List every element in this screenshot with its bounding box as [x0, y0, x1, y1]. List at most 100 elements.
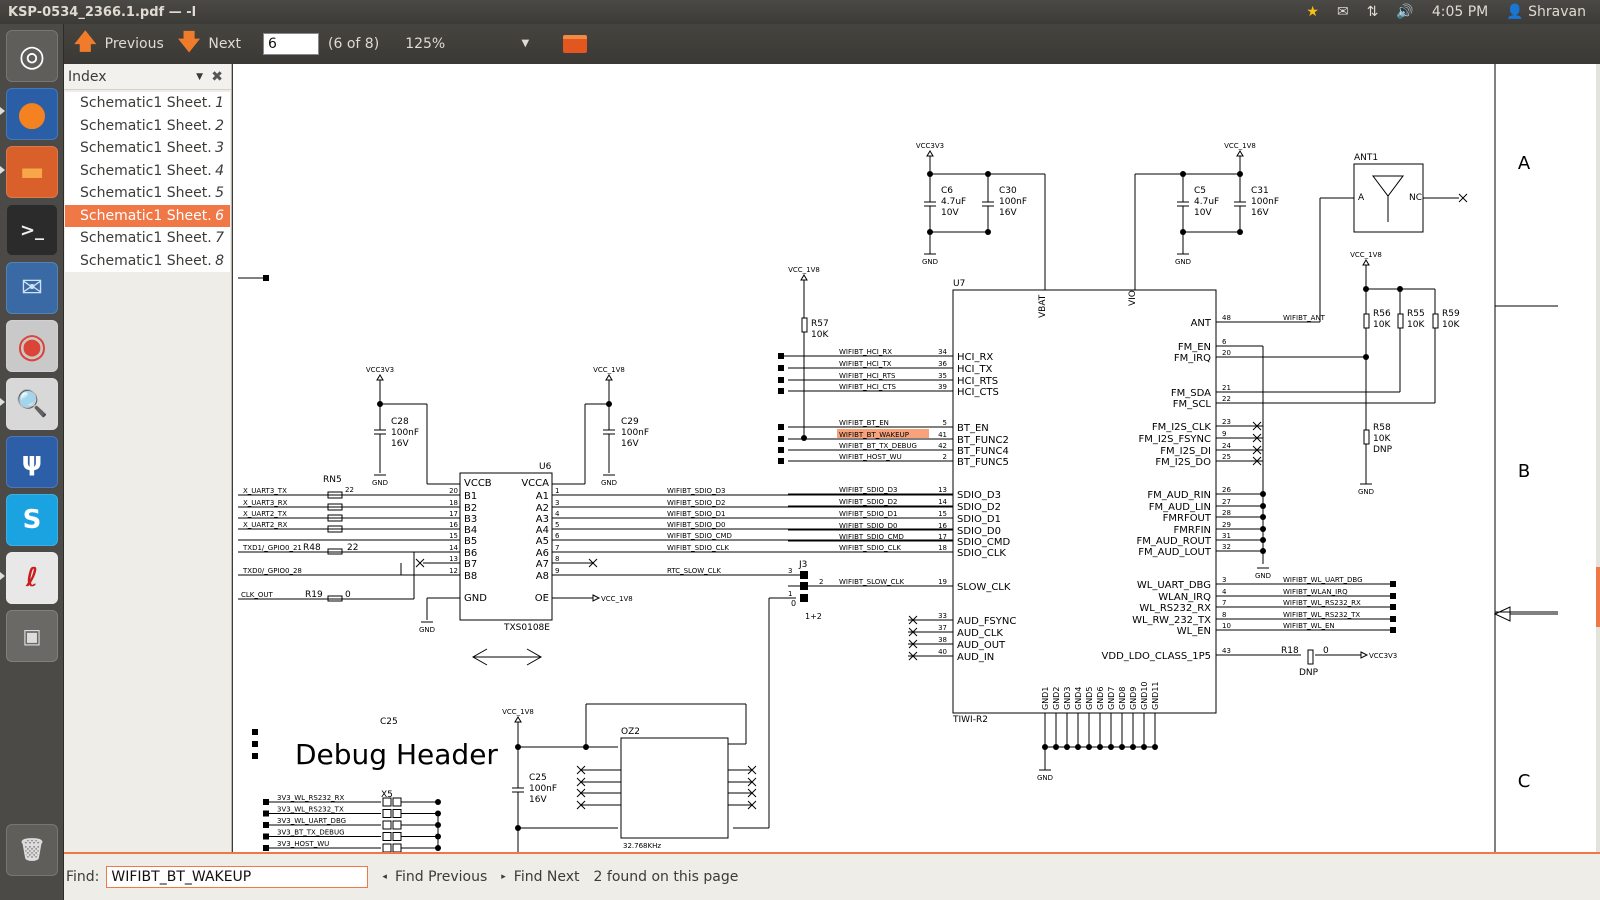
arrow-down-icon: 🡇	[177, 30, 201, 55]
index-item-page: 5	[215, 185, 224, 202]
index-item[interactable]: Schematic1 Sheet...6	[65, 204, 230, 227]
firefox-icon[interactable]: ●	[6, 88, 58, 140]
index-item-label: Schematic1 Sheet...	[80, 207, 212, 224]
port-marker	[1390, 604, 1396, 610]
net-label: WIFIBT_SDIO_CLK	[667, 544, 729, 552]
open-folder-icon[interactable]	[563, 35, 588, 53]
zone-label: C	[1518, 771, 1531, 792]
power-rail-symbol	[1236, 150, 1244, 157]
u7-gnd-pin: GND1	[1041, 687, 1050, 710]
u7-pin-name: FMRFOUT	[1163, 513, 1212, 524]
document-scrollbar[interactable]	[1596, 64, 1600, 852]
launcher: ◎ ● ▬ >_ ✉ ◉ 🔍 ψ S ℓ ▣ 🗑	[0, 24, 64, 900]
document-viewer-icon[interactable]: 🔍	[6, 378, 58, 430]
resistor-network-element	[327, 514, 343, 522]
user-menu[interactable]: 👤 Shravan	[1506, 4, 1586, 20]
thunderbird-icon[interactable]: ✉	[6, 262, 58, 314]
port-marker	[252, 729, 258, 735]
u7-pin-name: FM_SCL	[1173, 399, 1212, 410]
search-match-label: WIFIBT_BT_WAKEUP	[839, 431, 909, 439]
files-icon[interactable]: ▬	[6, 146, 58, 198]
index-item[interactable]: Schematic1 Sheet...4	[65, 160, 230, 183]
index-item[interactable]: Schematic1 Sheet...7	[65, 227, 230, 250]
workspace-switcher-icon[interactable]: ▣	[6, 610, 58, 662]
index-item[interactable]: Schematic1 Sheet...5	[65, 182, 230, 205]
index-item-page: 4	[215, 162, 224, 179]
net-label: WIFIBT_SDIO_D1	[667, 510, 725, 518]
network-icon[interactable]: ⇅	[1366, 4, 1379, 20]
capacitor-voltage: 16V	[621, 439, 639, 449]
capacitor-value: 100nF	[391, 428, 419, 438]
mail-icon[interactable]: ✉	[1336, 4, 1349, 20]
net-label: WIFIBT_WL_EN	[1283, 622, 1335, 630]
find-input[interactable]	[106, 866, 369, 888]
find-next-button[interactable]: ▸ Find Next	[501, 869, 579, 885]
u7-vio-pin: VIO	[1128, 290, 1138, 306]
running-pip	[0, 572, 5, 580]
terminal-icon[interactable]: >_	[6, 204, 58, 256]
chrome-icon[interactable]: ◉	[6, 320, 58, 372]
resistor-body	[1307, 649, 1314, 665]
dash-home-icon[interactable]: ◎	[6, 30, 58, 82]
ground-label: GND	[1175, 258, 1191, 266]
resistor-value: 0	[1323, 646, 1329, 656]
zoom-select[interactable]: 125% ▼	[405, 36, 529, 52]
no-connect-mark	[908, 651, 918, 661]
trash-icon[interactable]: 🗑	[6, 824, 58, 876]
index-item[interactable]: Schematic1 Sheet...8	[65, 250, 230, 273]
psi-icon[interactable]: ψ	[6, 436, 58, 488]
close-icon[interactable]: ✖	[211, 69, 223, 85]
header-pin	[382, 809, 392, 818]
u7-pin-name: FM_I2S_CLK	[1152, 422, 1212, 433]
net-label: WIFIBT_HOST_WU	[839, 453, 902, 461]
find-previous-button[interactable]: ◂ Find Previous	[382, 869, 487, 885]
net-label: WIFIBT_WL_RS232_TX	[1283, 611, 1360, 619]
net-label: WIFIBT_SDIO_CMD	[839, 533, 904, 541]
power-rail-label: VCC3V3	[366, 366, 394, 374]
capacitor-voltage: 10V	[941, 208, 959, 218]
find-status: 2 found on this page	[593, 869, 739, 885]
power-rail-label: VCC_1V8	[502, 708, 534, 716]
u7-pin-name: FM_I2S_DO	[1155, 457, 1211, 468]
u6-pin-name: B4	[464, 525, 477, 536]
index-item-page: 1	[215, 95, 224, 112]
scrollbar-thumb[interactable]	[1596, 567, 1600, 627]
sidebar-dropdown-icon[interactable]: ▼	[196, 71, 203, 82]
resistor-value: 22	[347, 543, 358, 553]
clock[interactable]: 4:05 PM	[1431, 4, 1489, 20]
u7-pin-number: 36	[938, 360, 947, 368]
u7-pin-name: VDD_LDO_CLASS_1P5	[1102, 651, 1211, 662]
net-label: 3V3_HOST_WU	[277, 840, 329, 848]
star-icon[interactable]: ★	[1306, 4, 1319, 20]
u7-pin-number: 41	[938, 431, 947, 439]
index-item[interactable]: Schematic1 Sheet...1	[65, 92, 230, 115]
page-number-input[interactable]	[263, 33, 320, 55]
u7-pin-number: 48	[1222, 314, 1231, 322]
u7-pin-name: AUD_OUT	[957, 640, 1006, 651]
skype-icon[interactable]: S	[6, 494, 58, 546]
resistor-value: 22	[345, 486, 354, 494]
u6-pin-number: 15	[449, 532, 458, 540]
net-label: X_UART2_RX	[243, 521, 288, 529]
header-pin	[382, 832, 392, 841]
net-label: WIFIBT_SDIO_D3	[667, 487, 725, 495]
pdf-reader-icon[interactable]: ℓ	[6, 552, 58, 604]
next-button[interactable]: 🡇 Next	[178, 25, 241, 63]
volume-icon[interactable]: 🔊	[1396, 4, 1414, 20]
port-marker	[778, 424, 784, 430]
user-icon: 👤	[1506, 4, 1524, 20]
net-label: WIFIBT_HCI_RTS	[839, 372, 896, 380]
junction-dot	[435, 810, 441, 817]
index-item[interactable]: Schematic1 Sheet...3	[65, 137, 230, 160]
power-rail-label: VCC_1V8	[1350, 251, 1382, 259]
u7-gnd-pin: GND11	[1151, 681, 1160, 710]
index-item[interactable]: Schematic1 Sheet...2	[65, 115, 230, 138]
u7-pin-name: WL_RW_232_TX	[1132, 615, 1211, 626]
u7-pin-number: 20	[1222, 349, 1231, 357]
net-label: WIFIBT_WL_UART_DBG	[1283, 576, 1363, 584]
previous-button[interactable]: 🡅 Previous	[74, 25, 164, 63]
u7-pin-number: 15	[938, 510, 947, 518]
